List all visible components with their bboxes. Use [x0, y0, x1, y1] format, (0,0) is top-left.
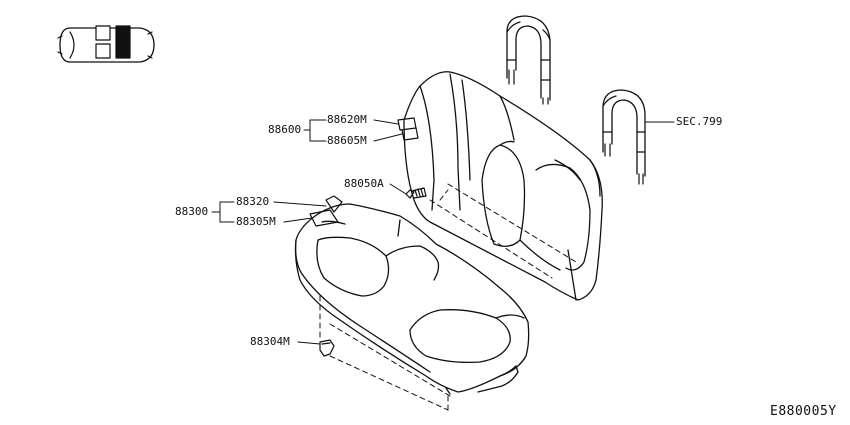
seat-cushion [294, 203, 530, 395]
diagram-code: E880005Y [770, 404, 837, 419]
part-label-88600: 88600 [268, 123, 302, 136]
leader-lines [211, 119, 675, 345]
headrest-lower [602, 89, 646, 185]
assembly-dashed-lines [319, 183, 577, 411]
section-reference-label: SEC.799 [676, 115, 723, 128]
part-label-88300: 88300 [175, 205, 209, 218]
part-88320-tab [309, 195, 343, 227]
part-label-88320: 88320 [236, 195, 270, 208]
part-88620M-tab [397, 117, 419, 141]
part-label-88305M: 88305M [236, 215, 276, 228]
car-location-icon [57, 25, 155, 63]
seat-back [403, 71, 603, 301]
part-label-88050A: 88050A [344, 177, 384, 190]
headrest-upper [506, 15, 551, 105]
bolt-88050A [405, 187, 427, 199]
part-label-88620M: 88620M [327, 113, 367, 126]
part-label-88605M: 88605M [327, 134, 367, 147]
part-label-88304M: 88304M [250, 335, 290, 348]
clip-88304M [319, 339, 335, 357]
